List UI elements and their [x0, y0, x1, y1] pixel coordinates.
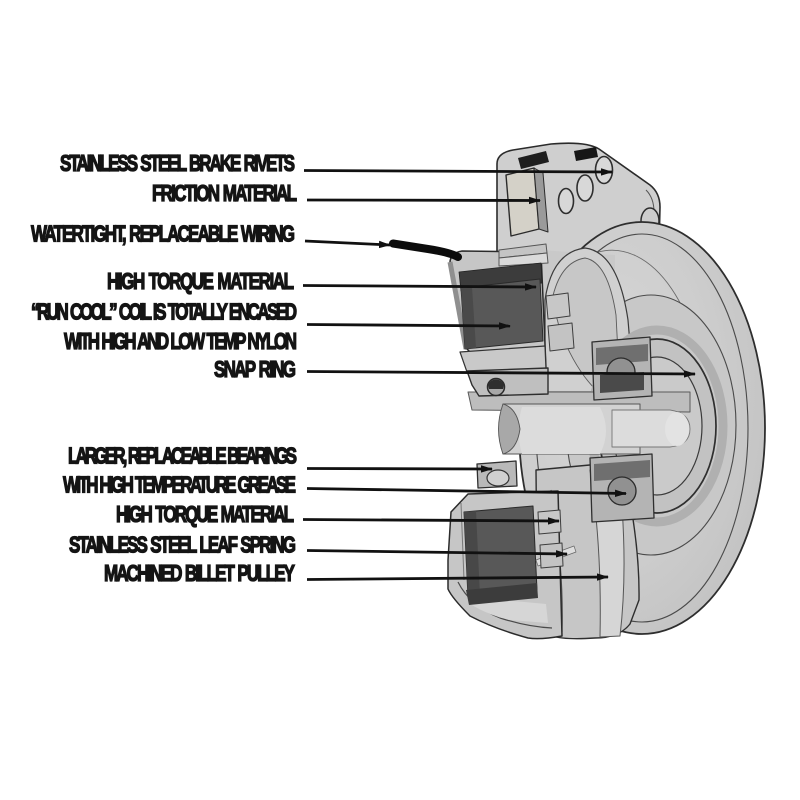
svg-text:“RUN COOL” COIL IS TOTALLY ENC: “RUN COOL” COIL IS TOTALLY ENCASED: [31, 300, 297, 325]
svg-text:WITH HIGH AND LOW TEMP NYLON: WITH HIGH AND LOW TEMP NYLON: [64, 330, 297, 355]
svg-text:FRICTION MATERIAL: FRICTION MATERIAL: [152, 182, 297, 207]
svg-text:LARGER, REPLACEABLE BEARINGS: LARGER, REPLACEABLE BEARINGS: [68, 444, 297, 469]
svg-text:HIGH TORQUE MATERIAL: HIGH TORQUE MATERIAL: [107, 270, 294, 295]
svg-text:MACHINED BILLET PULLEY: MACHINED BILLET PULLEY: [104, 562, 295, 587]
svg-text:HIGH TORQUE MATERIAL: HIGH TORQUE MATERIAL: [116, 503, 294, 528]
svg-text:SNAP RING: SNAP RING: [214, 358, 296, 383]
svg-text:STAINLESS STEEL BRAKE RIVETS: STAINLESS STEEL BRAKE RIVETS: [60, 152, 295, 177]
svg-text:WATERTIGHT, REPLACEABLE WIRING: WATERTIGHT, REPLACEABLE WIRING: [31, 222, 295, 247]
svg-text:STAINLESS STEEL LEAF SPRING: STAINLESS STEEL LEAF SPRING: [69, 533, 296, 558]
svg-text:WITH HIGH TEMPERATURE GREASE: WITH HIGH TEMPERATURE GREASE: [63, 473, 296, 498]
